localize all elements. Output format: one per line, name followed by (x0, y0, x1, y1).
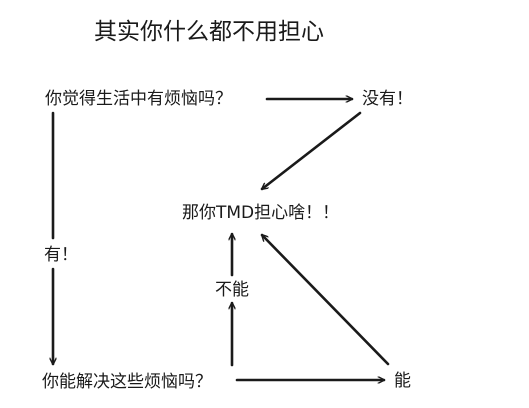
node-conclusion: 那你TMD担心啥！！ (182, 203, 340, 223)
node-question-troubles: 你觉得生活中有烦恼吗？ (45, 89, 232, 109)
node-answer-no: 没有！ (362, 89, 413, 109)
node-answer-can: 能 (394, 371, 411, 391)
arrow-no-to-center (262, 111, 362, 189)
node-question-solve: 你能解决这些烦恼吗？ (42, 372, 212, 392)
arrow-can-to-center (262, 235, 390, 366)
node-answer-yes: 有！ (44, 245, 78, 265)
chart-title: 其实你什么都不用担心 (94, 19, 324, 45)
node-answer-cannot: 不能 (215, 280, 249, 300)
